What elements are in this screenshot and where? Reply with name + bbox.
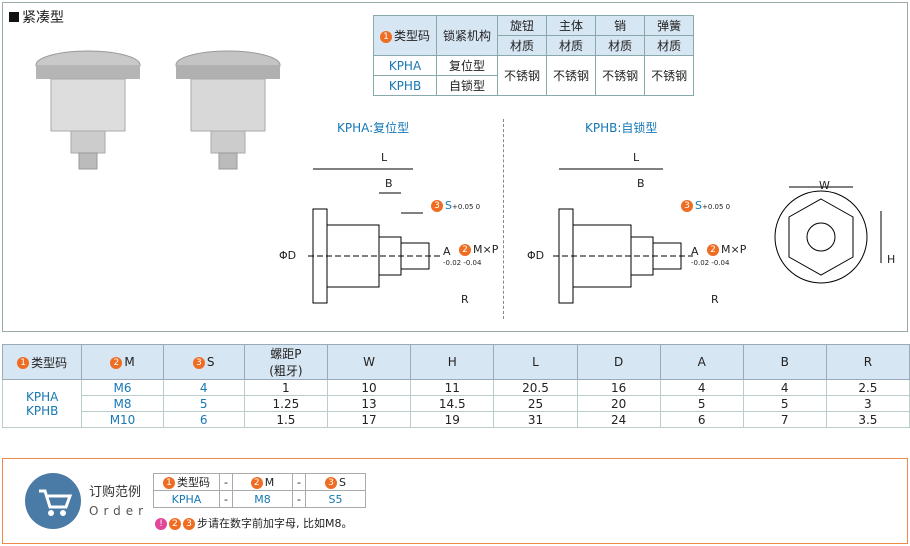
kphb-drawing — [553, 168, 693, 304]
order-label: 订购范例 Order — [89, 485, 149, 518]
square-icon — [9, 12, 19, 22]
divider — [503, 119, 504, 319]
table-row: KPHB 自锁型 — [372, 75, 694, 96]
header-mechanism: 锁紧机构 — [436, 15, 499, 56]
kphb-title: KPHB:自锁型 — [585, 121, 658, 135]
end-view-drawing — [774, 186, 882, 284]
table-row: M8 5 1.25 13 14.5 25 20 5 5 3 — [3, 395, 910, 412]
table-row: M10 6 1.5 17 19 31 24 6 7 3.5 — [3, 411, 910, 428]
kpha-title: KPHA:复位型 — [337, 121, 410, 135]
product-photo — [35, 50, 281, 170]
table-row: KPHA 复位型 不锈钢 不锈钢 不锈钢 不锈钢 — [372, 55, 695, 96]
kpha-drawing — [308, 168, 443, 304]
info-icon: ! — [155, 518, 167, 530]
section-title: 紧凑型 — [9, 7, 64, 27]
cart-icon — [25, 473, 81, 529]
